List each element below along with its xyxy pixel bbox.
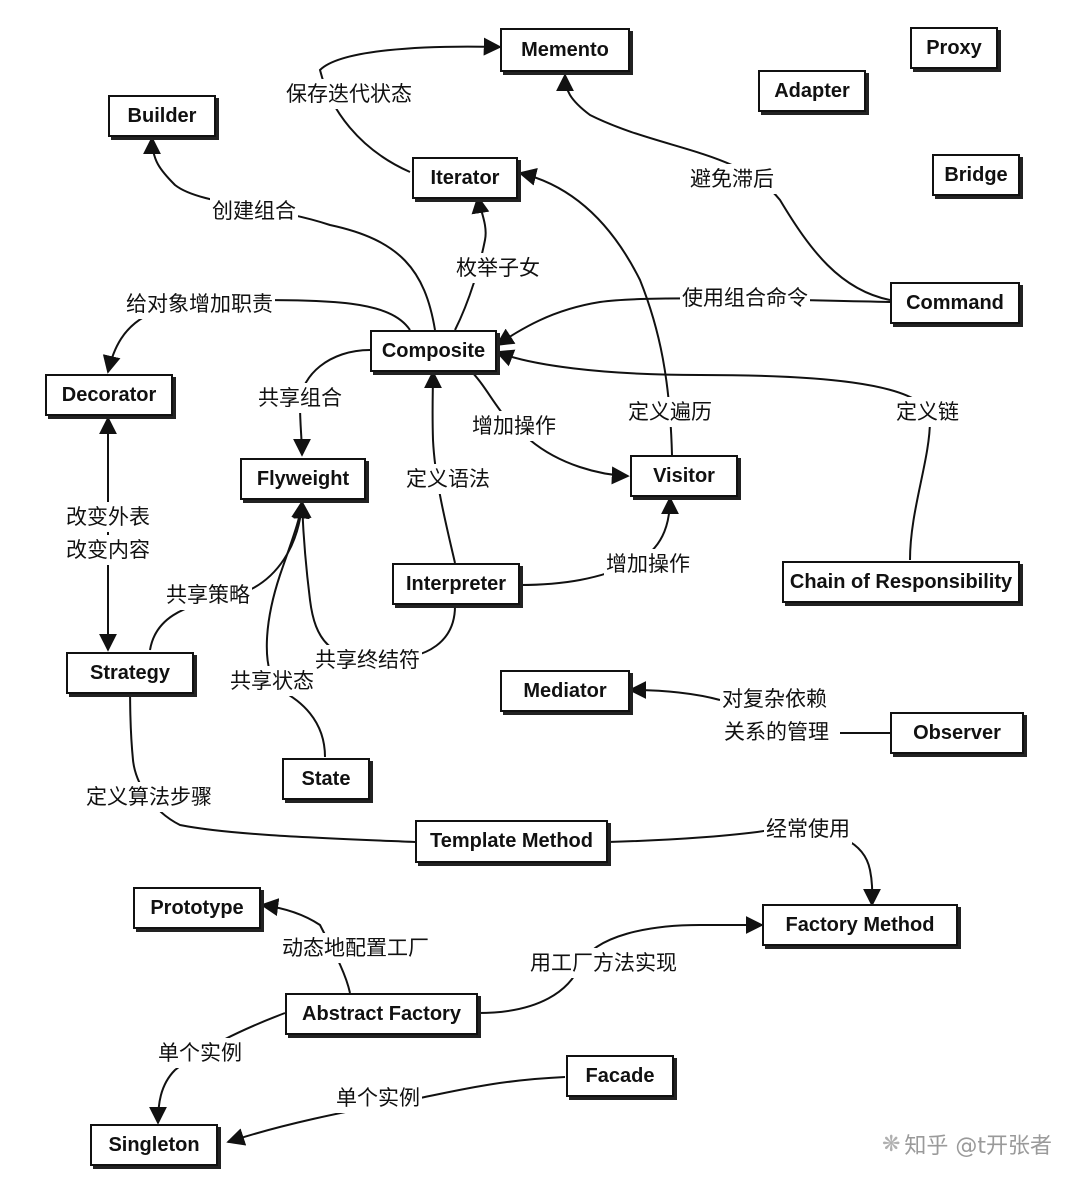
- box-command: Command: [890, 282, 1020, 324]
- box-builder: Builder: [108, 95, 216, 137]
- label-create-composite: 创建组合: [210, 196, 298, 227]
- edge-observer-mediator-arrow: [628, 681, 721, 701]
- label-define-traversal: 定义遍历: [626, 397, 714, 428]
- box-flyweight: Flyweight: [240, 458, 366, 500]
- box-composite: Composite: [370, 330, 497, 372]
- edge-visitor-iterator: [518, 168, 673, 456]
- label-complex-dependency-1: 对复杂依赖: [720, 684, 829, 715]
- box-state: State: [282, 758, 370, 800]
- label-configure-factory: 动态地配置工厂: [280, 933, 431, 964]
- box-chain-of-responsibility: Chain of Responsibility: [782, 561, 1020, 603]
- box-mediator: Mediator: [500, 670, 630, 712]
- edge-state-flyweight: [265, 500, 326, 758]
- watermark-text: 知乎 @t开张者: [904, 1134, 1052, 1159]
- label-share-state: 共享状态: [228, 666, 316, 697]
- box-abstract-factory: Abstract Factory: [285, 993, 478, 1035]
- edge-composite-iterator: [454, 195, 490, 331]
- box-proxy: Proxy: [910, 27, 998, 69]
- label-save-iteration-state: 保存迭代状态: [284, 79, 414, 110]
- label-define-chain: 定义链: [894, 397, 961, 428]
- box-template-method: Template Method: [415, 820, 608, 863]
- box-facade: Facade: [566, 1055, 674, 1097]
- paw-icon: ❋: [881, 1131, 901, 1157]
- label-share-composite: 共享组合: [256, 383, 344, 414]
- box-observer: Observer: [890, 712, 1024, 754]
- watermark: ❋ 知乎 @t开张者: [882, 1128, 1052, 1160]
- box-prototype: Prototype: [133, 887, 261, 929]
- label-add-responsibilities: 给对象增加职责: [124, 289, 275, 320]
- label-change-guts: 改变内容: [64, 535, 152, 566]
- label-share-strategies: 共享策略: [164, 580, 252, 611]
- box-iterator: Iterator: [412, 157, 518, 199]
- edge-command-memento: [556, 73, 891, 301]
- label-use-composite-command: 使用组合命令: [680, 283, 810, 314]
- edge-iterator-memento: [318, 37, 502, 173]
- label-change-skin: 改变外表: [64, 502, 152, 533]
- edge-template-strategy: [121, 670, 416, 843]
- edge-abstract-factory: [477, 916, 764, 1014]
- box-singleton: Singleton: [90, 1124, 218, 1166]
- edge-chain-composite: [495, 349, 932, 561]
- label-define-algorithm-steps: 定义算法步骤: [84, 782, 214, 813]
- box-interpreter: Interpreter: [392, 563, 520, 605]
- edge-interpreter-composite: [423, 370, 456, 564]
- label-add-operations-2: 增加操作: [604, 549, 692, 580]
- label-enumerate-children: 枚举子女: [454, 253, 542, 284]
- label-single-instance-2: 单个实例: [334, 1083, 422, 1114]
- label-share-terminals: 共享终结符: [313, 645, 422, 676]
- label-complex-dependency-2: 关系的管理: [722, 717, 831, 748]
- label-implement-with-factory-method: 用工厂方法实现: [528, 948, 679, 979]
- label-often-uses: 经常使用: [764, 814, 852, 845]
- box-strategy: Strategy: [66, 652, 194, 694]
- label-define-grammar: 定义语法: [404, 464, 492, 495]
- box-adapter: Adapter: [758, 70, 866, 112]
- label-avoid-lag: 避免滞后: [688, 164, 776, 195]
- box-factory-method: Factory Method: [762, 904, 958, 946]
- box-memento: Memento: [500, 28, 630, 72]
- box-visitor: Visitor: [630, 455, 738, 497]
- box-bridge: Bridge: [932, 154, 1020, 196]
- box-decorator: Decorator: [45, 374, 173, 416]
- label-add-operations: 增加操作: [470, 411, 558, 442]
- label-single-instance: 单个实例: [156, 1038, 244, 1069]
- edge-abstract-prototype: [260, 898, 351, 994]
